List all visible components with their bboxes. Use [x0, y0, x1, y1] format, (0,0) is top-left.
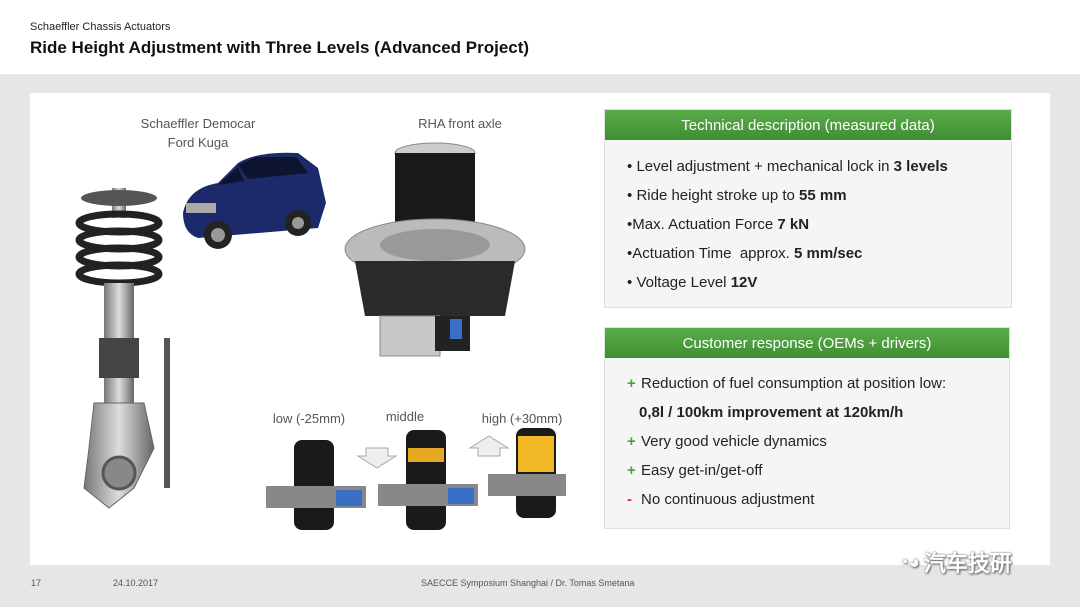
footer-date: 24.10.2017: [113, 578, 159, 588]
list-item: • Level adjustment + mechanical lock in …: [627, 158, 948, 175]
list-item: -No continuous adjustment: [627, 485, 1009, 514]
level-low-label: low (-25mm): [272, 411, 346, 426]
car-image: [183, 152, 326, 249]
levels-image: [266, 428, 566, 530]
footer-event: SAECCE Symposium Shanghai / Dr. Tomas Sm…: [421, 578, 635, 588]
rha-label: RHA front axle: [418, 116, 502, 131]
technical-heading: Technical description (measured data): [605, 110, 1011, 140]
list-item: +Easy get-in/get-off: [627, 456, 1009, 485]
plus-marker: +: [627, 375, 636, 392]
list-item: 0,8l / 100km improvement at 120km/h: [639, 404, 904, 421]
list-item: •Actuation Time approx. 5 mm/sec: [627, 245, 863, 262]
slide-title: Ride Height Adjustment with Three Levels…: [30, 38, 530, 57]
level-middle-label: middle: [385, 409, 425, 424]
rha-actuator-image: [344, 142, 526, 357]
watermark: ◔◕ 汽车技研: [898, 546, 1012, 578]
list-item: • Ride height stroke up to 55 mm: [627, 187, 847, 204]
list-item: +Very good vehicle dynamics: [627, 427, 1009, 456]
customer-list: +Reduction of fuel consumption at positi…: [605, 358, 1009, 514]
technical-list: • Level adjustment + mechanical lock in …: [605, 140, 1011, 297]
wechat-icon: ◔◕: [898, 551, 920, 572]
plus-marker: +: [627, 433, 636, 450]
minus-marker: -: [627, 491, 632, 508]
democar-label: Schaeffler Democar Ford Kuga: [140, 116, 256, 150]
plus-marker: +: [627, 462, 636, 479]
list-item: •Max. Actuation Force 7 kN: [627, 216, 810, 233]
technical-description-panel: Technical description (measured data) • …: [604, 109, 1012, 308]
level-high-label: high (+30mm): [481, 411, 563, 426]
watermark-text: 汽车技研: [923, 551, 1012, 576]
customer-heading: Customer response (OEMs + drivers): [605, 328, 1009, 358]
list-item: • Voltage Level 12V: [627, 274, 758, 291]
slide-subtitle: Schaeffler Chassis Actuators: [30, 21, 171, 33]
strut-image: [75, 188, 170, 509]
page-number: 17: [31, 578, 42, 588]
slide-header: Schaeffler Chassis Actuators Ride Height…: [0, 0, 1080, 74]
customer-response-panel: Customer response (OEMs + drivers) +Redu…: [604, 327, 1010, 529]
slide-content: Schaeffler Democar Ford Kuga RHA front a…: [30, 93, 1050, 565]
list-item: +Reduction of fuel consumption at positi…: [627, 369, 1009, 398]
